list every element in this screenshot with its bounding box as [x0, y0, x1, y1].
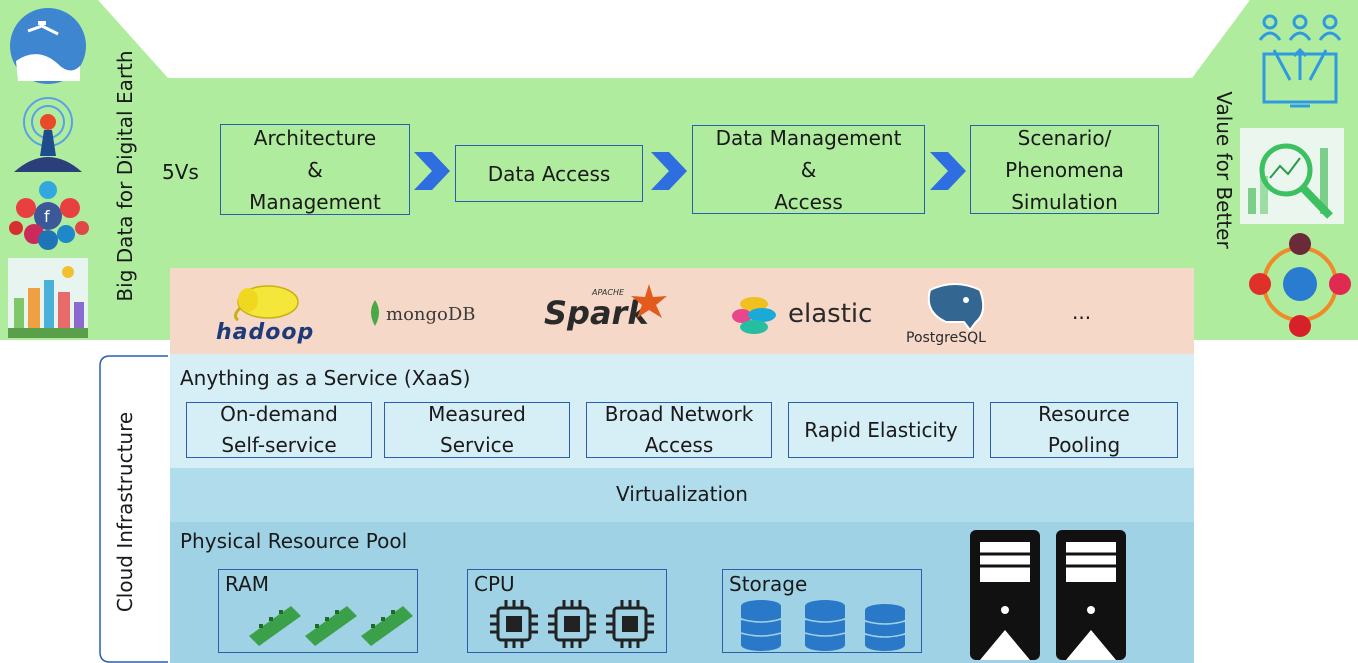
xaas-title: Anything as a Service (XaaS)	[180, 366, 471, 390]
service-line: Access	[644, 433, 714, 457]
service-resource-pooling: Resource Pooling	[990, 402, 1178, 458]
elastic-logo-text: elastic	[788, 299, 873, 329]
step-line: Simulation	[1011, 189, 1118, 214]
spark-star-icon	[631, 284, 667, 318]
service-line: Rapid Elasticity	[804, 417, 958, 442]
service-line: Pooling	[1047, 433, 1121, 457]
right-label: Value for Better	[1212, 91, 1236, 249]
step-data-management-access: Data Management & Access	[692, 125, 925, 214]
storage-label: Storage	[729, 572, 808, 596]
step-data-access: Data Access	[455, 145, 643, 202]
more-technologies: ...	[1072, 300, 1092, 324]
virtualization-label: Virtualization	[616, 482, 748, 506]
left-label: Big Data for Digital Earth	[113, 50, 137, 302]
cpu-label: CPU	[474, 572, 515, 596]
broadcast-tower-icon	[14, 97, 82, 172]
postgres-elephant-icon	[927, 283, 985, 332]
cloud-infrastructure-label: Cloud Infrastructure	[113, 411, 137, 613]
service-rapid-elasticity: Rapid Elasticity	[788, 402, 974, 458]
decision-cycle-icon	[1249, 233, 1351, 337]
service-line: On-demand	[220, 402, 338, 426]
database-icon	[740, 600, 906, 651]
step-line: Scenario/	[1017, 125, 1112, 150]
step-line: Data Access	[487, 161, 611, 186]
storage-box: Storage	[722, 569, 922, 653]
step-line: Data Management	[715, 125, 902, 150]
mongodb-leaf-icon	[371, 300, 379, 326]
users-network-icon	[1258, 14, 1342, 108]
spark-apache-text: APACHE	[592, 288, 625, 297]
service-line: Measured	[428, 402, 526, 426]
mongodb-logo-text: mongoDB	[386, 304, 476, 325]
service-measured: Measured Service	[384, 402, 570, 458]
svg-text:f: f	[44, 207, 50, 226]
chevron-right-icon	[414, 152, 450, 190]
step-architecture-management: Architecture & Management	[220, 124, 410, 215]
satellite-earth-icon	[10, 8, 86, 84]
step-line: Architecture	[253, 125, 377, 150]
chevron-right-icon	[930, 152, 966, 190]
service-line: Broad Network	[604, 402, 754, 426]
social-media-icon: f	[9, 181, 89, 250]
hadoop-logo-text: hadoop	[216, 320, 315, 345]
step-line: Management	[249, 189, 381, 214]
chevron-right-icon	[651, 152, 687, 190]
step-scenario-simulation: Scenario/ Phenomena Simulation	[970, 125, 1159, 214]
ram-box: RAM	[218, 569, 418, 653]
server-tower-icon	[1056, 530, 1126, 660]
spark-logo-text: Spark	[544, 294, 649, 332]
step-line: Phenomena	[1005, 157, 1124, 182]
service-line: Service	[440, 433, 514, 457]
hadoop-elephant-icon	[233, 285, 299, 322]
cpu-box: CPU	[467, 569, 667, 653]
step-line: Access	[774, 189, 843, 214]
ram-module-icon	[249, 606, 413, 646]
fivevs-label: 5Vs	[162, 160, 199, 184]
analytics-magnifier-icon	[1240, 128, 1344, 224]
service-on-demand: On-demand Self-service	[186, 402, 372, 458]
cpu-chip-icon	[490, 600, 654, 648]
service-broad-network: Broad Network Access	[586, 402, 772, 458]
step-line: &	[800, 157, 817, 182]
service-line: Self-service	[221, 433, 337, 457]
postgres-logo-text: PostgreSQL	[906, 330, 986, 346]
smart-city-icon	[8, 258, 88, 338]
ram-label: RAM	[225, 572, 270, 596]
step-line: &	[307, 157, 323, 182]
physical-pool-title: Physical Resource Pool	[180, 529, 408, 553]
elastic-logo-icon	[732, 297, 776, 334]
service-line: Resource	[1038, 402, 1130, 426]
server-tower-icon	[970, 530, 1040, 660]
